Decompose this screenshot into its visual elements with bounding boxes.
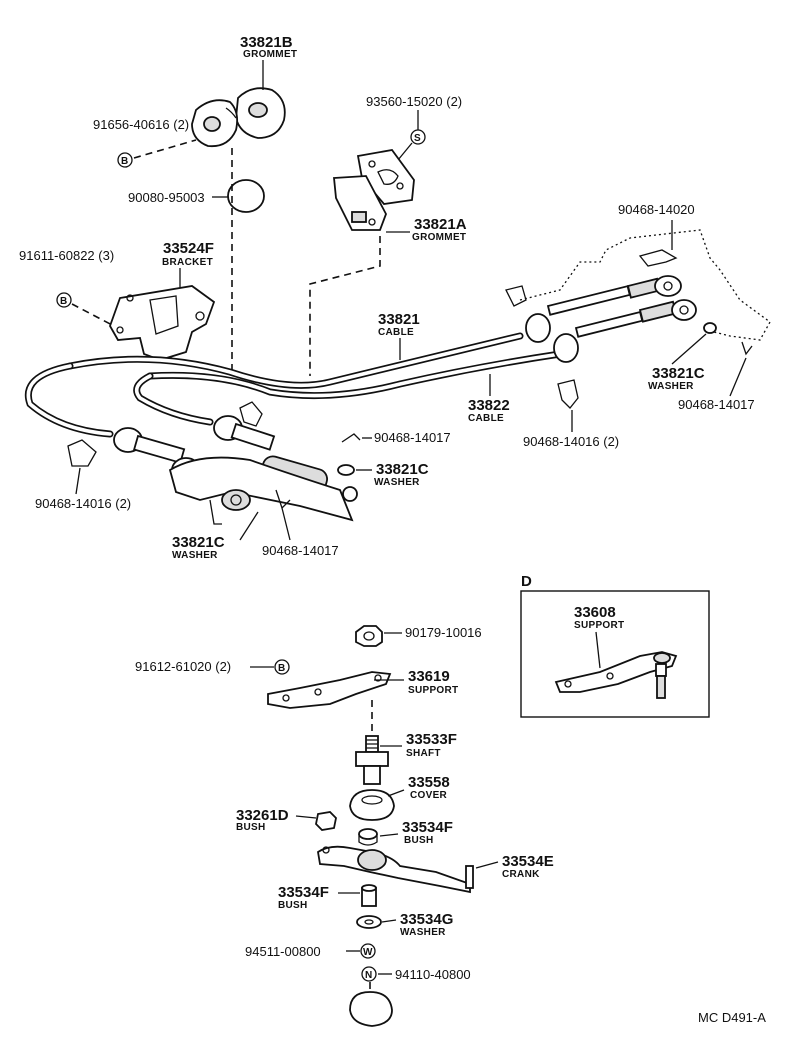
part-number-33821a: 33821A <box>414 216 467 233</box>
crank-33534e-drawing <box>317 845 474 894</box>
part-number-33534g: 33534G <box>400 911 453 928</box>
part-number-33822: 33822 <box>468 397 510 414</box>
part-name-33821c-right: WASHER <box>648 381 694 392</box>
part-number-90468-14016-right: 90468-14016 (2) <box>523 434 619 449</box>
part-name-33821a: GROMMET <box>412 232 466 243</box>
part-number-33558: 33558 <box>408 774 450 791</box>
part-name-33608: SUPPORT <box>574 620 624 631</box>
part-number-33821c-left: 33821C <box>172 534 225 551</box>
part-number-93560: 93560-15020 (2) <box>366 94 462 109</box>
bracket-33524f-drawing <box>109 285 216 361</box>
shaft-33533f-drawing <box>355 735 389 785</box>
b-symbol-icon <box>117 152 133 168</box>
clip-90468-14020-drawing <box>638 249 678 267</box>
part-number-33534e: 33534E <box>502 853 554 870</box>
part-name-33534e: CRANK <box>502 869 540 880</box>
grommet-33821a-drawing <box>333 149 415 231</box>
part-number-90468-14017-right: 90468-14017 <box>678 397 755 412</box>
cover-33558-drawing <box>349 789 395 821</box>
part-name-33821: CABLE <box>378 327 414 338</box>
part-number-33821c-mid: 33821C <box>376 461 429 478</box>
part-number-33821b: 33821B <box>240 34 293 51</box>
symbol-94110: N <box>365 970 372 981</box>
part-number-94511: 94511-00800 <box>245 944 321 959</box>
part-number-90468-14017-mid: 90468-14017 <box>374 430 451 445</box>
part-name-33261d: BUSH <box>236 822 266 833</box>
plug-90080-drawing <box>227 179 265 213</box>
diagram-code: MC D491-A <box>698 1010 766 1025</box>
part-name-33821c-mid: WASHER <box>374 477 420 488</box>
part-number-33534f-bottom: 33534F <box>278 884 329 901</box>
n-symbol-icon <box>361 966 377 982</box>
bush-33534f-bottom-drawing <box>361 884 377 907</box>
part-number-90468-14020: 90468-14020 <box>618 202 695 217</box>
clip-90468-14016-right-drawing <box>557 379 579 409</box>
part-number-91656: 91656-40616 (2) <box>93 117 189 132</box>
part-number-90179: 90179-10016 <box>405 625 482 640</box>
part-number-33524f: 33524F <box>163 240 214 257</box>
part-number-33261d: 33261D <box>236 807 289 824</box>
inset-frame <box>520 590 710 718</box>
part-number-90468-14017-left: 90468-14017 <box>262 543 339 558</box>
part-name-33534f-bottom: BUSH <box>278 900 308 911</box>
grommet-33821b-drawing <box>191 87 286 148</box>
bush-33261d-drawing <box>315 811 337 831</box>
cable-assemblies-drawing <box>25 275 697 525</box>
support-33619-drawing <box>267 671 392 709</box>
part-name-33558: COVER <box>410 790 448 801</box>
symbol-94511: W <box>363 947 373 958</box>
bush-33534f-top-drawing <box>358 828 378 846</box>
symbol-91612: B <box>278 663 285 674</box>
clip-90468-14016-left-drawing <box>67 439 97 467</box>
inset-label: D <box>521 573 532 590</box>
nut-90179-drawing <box>355 625 383 647</box>
part-number-90080: 90080-95003 <box>128 190 205 205</box>
part-name-33821c-left: WASHER <box>172 550 218 561</box>
part-number-94110: 94110-40800 <box>395 967 471 982</box>
w-symbol-icon <box>360 943 376 959</box>
part-name-33822: CABLE <box>468 413 504 424</box>
part-number-33533f: 33533F <box>406 731 457 748</box>
b-symbol-icon-2 <box>56 292 72 308</box>
symbol-91611: B <box>60 296 67 307</box>
part-number-33619: 33619 <box>408 668 450 685</box>
support-33608-drawing <box>554 651 678 699</box>
pin-90468-14017-right-drawing <box>741 341 753 356</box>
part-number-33821: 33821 <box>378 311 420 328</box>
part-name-33534f-top: BUSH <box>404 835 434 846</box>
symbol-93560: S <box>414 133 421 144</box>
part-name-33821b: GROMMET <box>243 49 297 60</box>
part-name-33534g: WASHER <box>400 927 446 938</box>
symbol-91656: B <box>121 156 128 167</box>
b-symbol-icon-3 <box>274 659 290 675</box>
part-number-33608: 33608 <box>574 604 616 621</box>
part-number-90468-14016-left: 90468-14016 (2) <box>35 496 131 511</box>
part-number-33534f-top: 33534F <box>402 819 453 836</box>
part-number-91612: 91612-61020 (2) <box>135 659 231 674</box>
pin-90468-14017-mid-drawing <box>341 433 361 443</box>
part-number-91611: 91611-60822 (3) <box>19 248 114 263</box>
washer-33534g-drawing <box>356 915 382 929</box>
washer-33821c-mid-drawing <box>337 464 355 476</box>
cap-drawing <box>349 991 393 1027</box>
part-name-33619: SUPPORT <box>408 685 458 696</box>
part-number-33821c-right: 33821C <box>652 365 705 382</box>
washer-33821c-right-drawing <box>703 322 717 334</box>
part-name-33533f: SHAFT <box>406 748 441 759</box>
part-name-33524f: BRACKET <box>162 257 213 268</box>
